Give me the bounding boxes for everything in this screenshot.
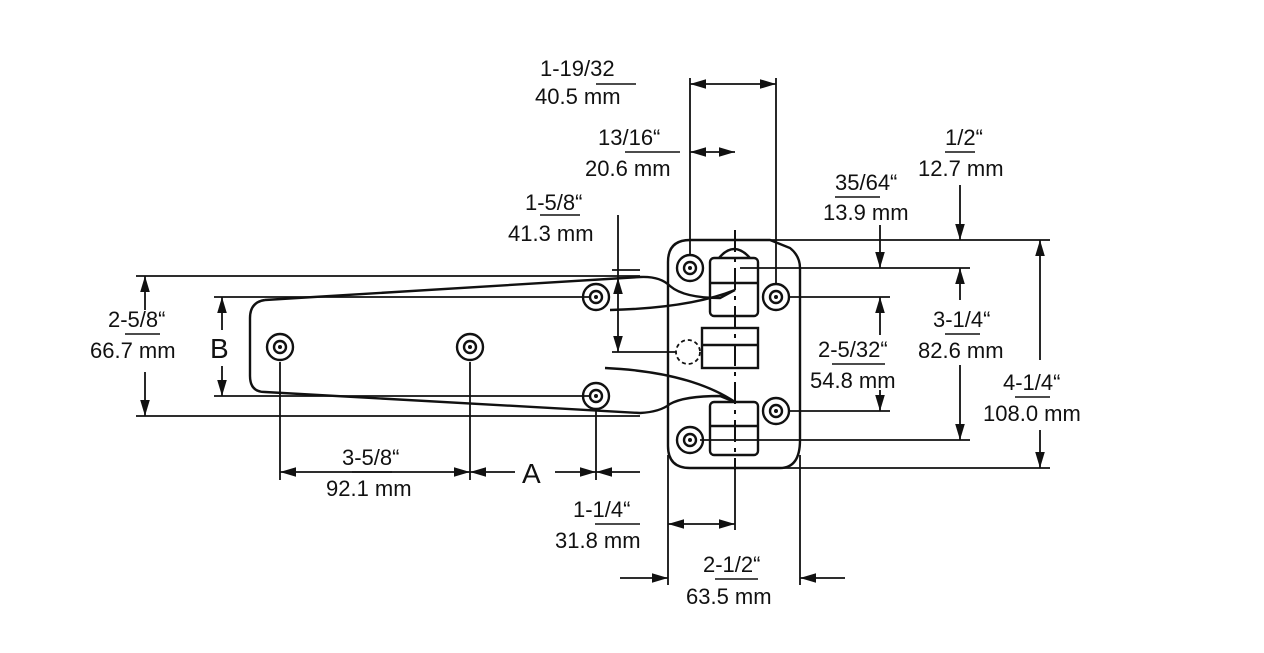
dim-mm: 63.5 mm [686, 584, 772, 609]
knuckle [700, 247, 760, 457]
dim-mm: 82.6 mm [918, 338, 1004, 363]
dimension-lines [136, 78, 1050, 585]
dim-mm: 41.3 mm [508, 221, 594, 246]
dim-mm: 13.9 mm [823, 200, 909, 225]
dim-mm: 92.1 mm [326, 476, 412, 501]
dim-mm: 54.8 mm [810, 368, 896, 393]
dim-mm: 66.7 mm [90, 338, 176, 363]
dim-inch: 1-19/32 [540, 56, 615, 81]
mounting-holes [265, 253, 791, 455]
dim-label-a: A [522, 458, 541, 489]
dim-inch: 3-1/4“ [933, 307, 990, 332]
dim-mm: 12.7 mm [918, 156, 1004, 181]
dim-inch: 1-1/4“ [573, 497, 630, 522]
dim-mm: 20.6 mm [585, 156, 671, 181]
fraction-underlines [125, 83, 1050, 580]
dim-mm: 108.0 mm [983, 401, 1081, 426]
dimension-labels: 1-19/32 40.5 mm 13/16“ 20.6 mm 1-5/8“ 41… [90, 56, 1081, 609]
dim-mm: 31.8 mm [555, 528, 641, 553]
dim-inch: 3-5/8“ [342, 445, 399, 470]
dim-inch: 2-5/32“ [818, 337, 888, 362]
dim-inch: 4-1/4“ [1003, 370, 1060, 395]
hinge-arm [248, 275, 736, 415]
dim-inch: 2-1/2“ [703, 552, 760, 577]
dim-inch: 13/16“ [598, 125, 660, 150]
dim-inch: 2-5/8“ [108, 307, 165, 332]
dim-label-b: B [210, 333, 229, 364]
dim-inch: 35/64“ [835, 170, 897, 195]
dim-inch: 1-5/8“ [525, 190, 582, 215]
dim-mm: 40.5 mm [535, 84, 621, 109]
dim-inch: 1/2“ [945, 125, 983, 150]
